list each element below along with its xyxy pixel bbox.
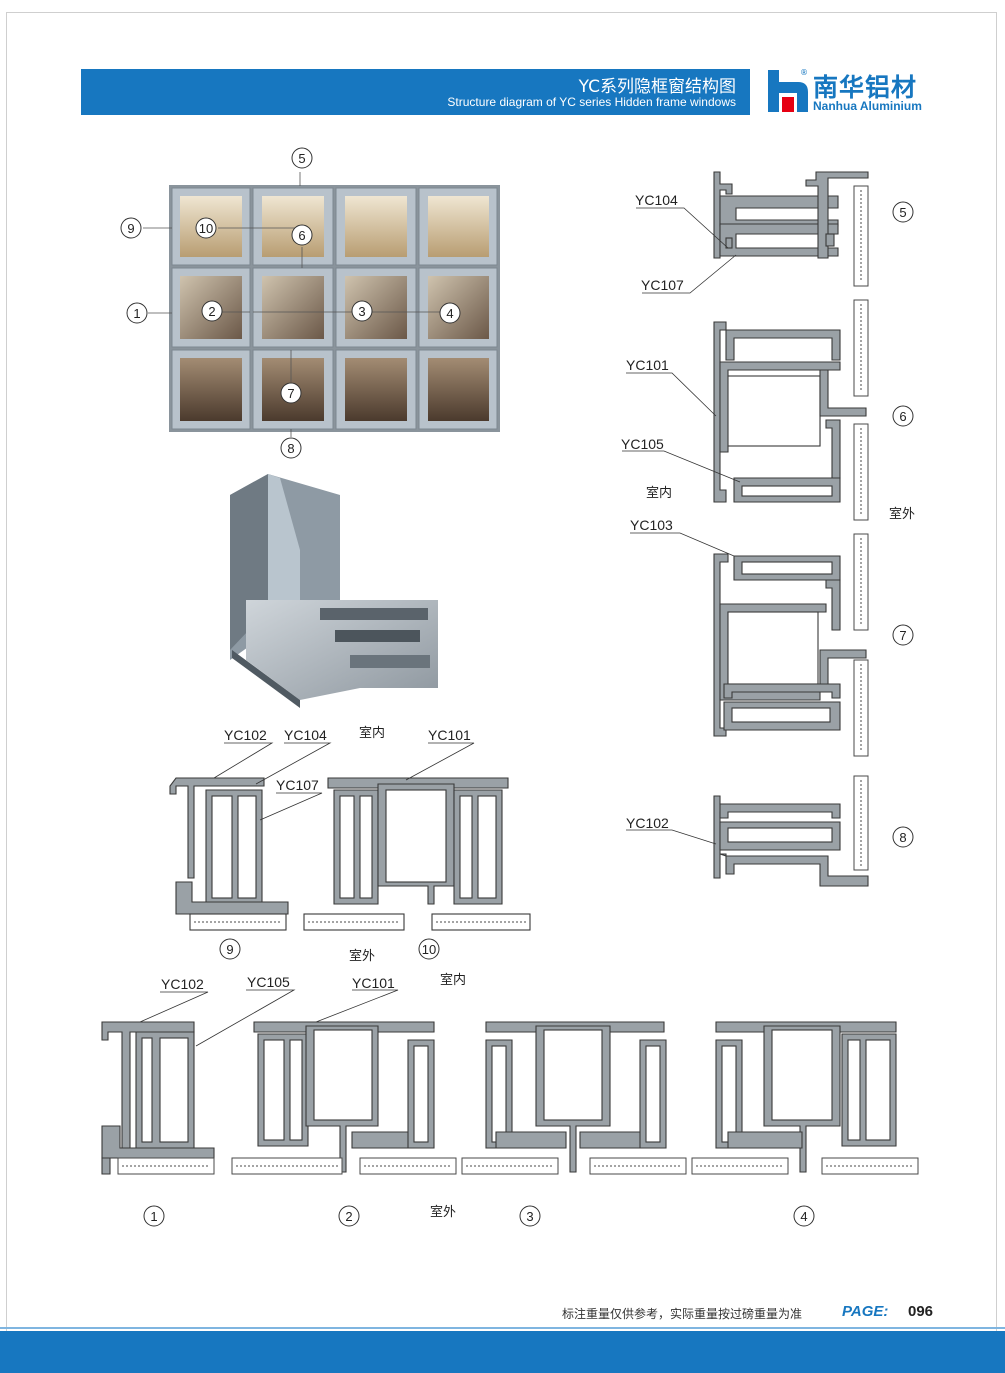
label-yc103-right: YC103: [630, 517, 673, 533]
callout-circle-4-bottom: [793, 1205, 815, 1227]
callout-circle-8-right: [892, 826, 914, 848]
callout-5-top: 5: [298, 151, 305, 166]
callout-circle-5-right: [892, 201, 914, 223]
callout-circle-10-mid: [418, 938, 440, 960]
header-bar: YC系列隐框窗结构图 Structure diagram of YC serie…: [81, 69, 750, 115]
label-indoor-right: 室内: [646, 485, 672, 501]
corner-profile-3d: [230, 474, 438, 708]
glass-panels-horizontal: [117, 921, 919, 1175]
callout-9-mid: 9: [226, 942, 233, 957]
footer-page-number: 096: [908, 1303, 934, 1320]
bottom-bar: [0, 1327, 1005, 1373]
section-10-profile: [303, 777, 531, 931]
callout-circle-5-top: [291, 147, 313, 169]
label-yc107-right: YC107: [641, 277, 684, 293]
label-yc101-right: YC101: [626, 357, 669, 373]
section-3-profile: [485, 1021, 667, 1173]
label-outdoor-right: 室外: [889, 506, 915, 522]
section-4-profile: [715, 1021, 897, 1173]
page-border: [6, 12, 997, 1372]
label-yc101-bottom: YC101: [352, 975, 395, 991]
window-elevation: [143, 172, 500, 437]
footer-weight-note: 标注重量仅供参考，实际重量按过磅重量为准: [562, 1307, 803, 1321]
callout-circle-3-bottom: [519, 1205, 541, 1227]
logo-registered-mark: ®: [800, 68, 808, 77]
callout-6-window: 6: [298, 228, 305, 243]
callout-circle-3-window: [351, 300, 373, 322]
callout-3-bottom: 3: [526, 1209, 533, 1224]
leader-lines: [139, 207, 741, 1047]
label-yc107-mid: YC107: [276, 777, 319, 793]
nanhua-logo-icon: [768, 70, 808, 112]
callout-7-right: 7: [899, 628, 906, 643]
label-yc104-right: YC104: [635, 192, 678, 208]
callout-circle-10-window: [195, 217, 217, 239]
label-outdoor-bottom: 室外: [430, 1204, 456, 1220]
callout-circle-7-window: [280, 382, 302, 404]
callout-circle-6-right: [892, 405, 914, 427]
label-indoor-bottom: 室内: [440, 972, 466, 988]
callout-8-bottom: 8: [287, 441, 294, 456]
callout-circle-9-left: [120, 217, 142, 239]
callout-circle-8-bottom: [280, 437, 302, 459]
callout-5-right: 5: [899, 205, 906, 220]
callout-circle-1-bottom: [143, 1205, 165, 1227]
page-title: YC系列隐框窗结构图: [578, 77, 736, 97]
label-yc102-right: YC102: [626, 815, 669, 831]
label-outdoor-mid: 室外: [349, 948, 375, 964]
label-yc102-bottom: YC102: [161, 976, 204, 992]
label-indoor-mid: 室内: [359, 725, 385, 741]
logo-name-cn: 南华铝材: [813, 73, 918, 102]
page-subtitle: Structure diagram of YC series Hidden fr…: [447, 95, 736, 109]
section-6-profile: [713, 321, 867, 503]
callout-2-bottom: 2: [345, 1209, 352, 1224]
section-1-profile: [101, 1021, 215, 1175]
section-8-profile: [713, 795, 869, 887]
label-yc105-right: YC105: [621, 436, 664, 452]
section-5-profile: [713, 171, 869, 259]
label-yc101-mid: YC101: [428, 727, 471, 743]
section-9-profile: [169, 777, 289, 931]
callout-circle-2-bottom: [338, 1205, 360, 1227]
callout-circle-4-window: [439, 302, 461, 324]
footer-page-word: PAGE:: [842, 1303, 889, 1320]
callout-circle-2-window: [201, 300, 223, 322]
callout-2-window: 2: [208, 304, 215, 319]
callout-1-bottom: 1: [150, 1209, 157, 1224]
logo-name-en: Nanhua Aluminium: [813, 99, 922, 113]
callout-10-window: 10: [199, 221, 213, 236]
section-7-profile: [713, 553, 867, 737]
callout-8-right: 8: [899, 830, 906, 845]
callout-6-right: 6: [899, 409, 906, 424]
callout-10-mid: 10: [422, 942, 436, 957]
callout-circle-9-mid: [219, 938, 241, 960]
callout-3-window: 3: [358, 304, 365, 319]
callout-7-window: 7: [287, 386, 294, 401]
callout-4-bottom: 4: [800, 1209, 807, 1224]
callout-9-left: 9: [127, 221, 134, 236]
label-yc105-bottom: YC105: [247, 974, 290, 990]
label-yc102-mid: YC102: [224, 727, 267, 743]
label-yc104-mid: YC104: [284, 727, 327, 743]
section-2-profile: [253, 1021, 435, 1173]
callout-4-window: 4: [446, 306, 453, 321]
callout-1-left: 1: [133, 306, 140, 321]
callout-circle-6-window: [291, 224, 313, 246]
glass-panels-vertical: [853, 185, 869, 871]
callout-circle-7-right: [892, 624, 914, 646]
callout-circle-1-left: [126, 302, 148, 324]
